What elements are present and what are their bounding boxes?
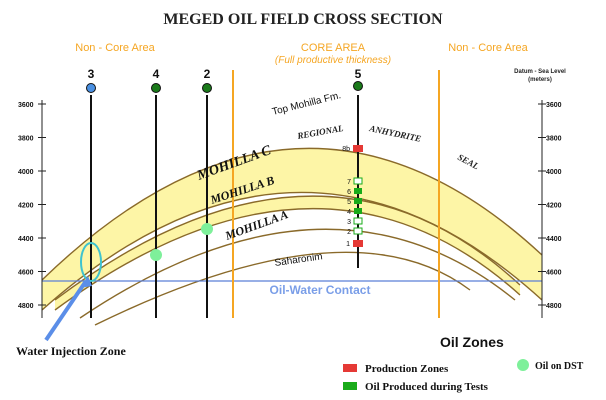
saharonim-line: [94, 251, 471, 326]
zone-3-marker: [353, 217, 363, 225]
depth-tick-label-right: 4000: [546, 169, 562, 176]
zone-7-label: 7: [347, 179, 351, 186]
zone-1-label: 1: [346, 241, 350, 248]
zone-2-label: 2: [347, 229, 351, 236]
datum-units: (meters): [528, 77, 552, 83]
depth-tick-label-left: 4400: [18, 236, 34, 243]
area-label-core: CORE AREA: [301, 42, 366, 54]
figure-title: MEGED OIL FIELD CROSS SECTION: [163, 11, 443, 28]
water-injection-arrow: [44, 279, 88, 342]
depth-tick-label-left: 4000: [18, 169, 34, 176]
mohilla-c-band: [42, 148, 542, 310]
depth-tick-label-left: 3600: [18, 102, 34, 109]
dst-dot-well-2: [201, 223, 213, 235]
well-3-marker: [86, 83, 96, 93]
depth-tick-label-right: 4400: [546, 236, 562, 243]
depth-tick-label-left: 4200: [18, 203, 34, 210]
well-2-label: 2: [204, 67, 211, 81]
legend-dst-label: Oil on DST: [535, 361, 584, 372]
water-injection-arrowhead: [80, 276, 92, 288]
zone-4-label: 4: [347, 209, 351, 216]
mohilla-b-base-line: [54, 208, 521, 311]
well-4-label: 4: [153, 67, 160, 81]
area-label-left: Non - Core Area: [75, 42, 155, 54]
depth-tick-label-right: 3800: [546, 136, 562, 143]
area-label-right: Non - Core Area: [448, 42, 528, 54]
legend-production-swatch: [343, 364, 357, 372]
dst-dot-well-4: [150, 249, 162, 261]
well-4-marker: [151, 83, 161, 93]
depth-tick-label-right: 4200: [546, 203, 562, 210]
legend-title: Oil Zones: [440, 334, 504, 350]
legend-oil-tests-swatch: [343, 382, 357, 390]
top-mohilla-line: [41, 147, 543, 281]
depth-tick-label-right: 4600: [546, 270, 562, 277]
top-mohilla-label: Top Mohilla Fm.: [271, 90, 342, 118]
well-3-label: 3: [88, 67, 95, 81]
zone-2-marker: [353, 227, 363, 235]
seal-label: SEAL: [456, 152, 481, 172]
well-5-marker: [353, 81, 363, 91]
zone-1-production: [353, 240, 363, 247]
oil-water-contact-label: Oil-Water Contact: [270, 283, 371, 297]
saharonim-label: Saharonim: [274, 251, 323, 269]
well-5-label: 5: [355, 67, 362, 81]
regional-label: REGIONAL: [296, 123, 345, 141]
anhydrite-label: ANHYDRITE: [368, 123, 422, 144]
depth-tick-label-left: 4800: [18, 303, 34, 310]
zone-5-marker: [354, 198, 362, 204]
zone-6-marker: [354, 188, 362, 194]
mohilla-a-line: [79, 228, 516, 319]
zone-5-label: 5: [347, 199, 351, 206]
depth-tick-label-right: 4800: [546, 303, 562, 310]
mohilla-b-top-line: [54, 195, 521, 301]
legend-oil-tests-label: Oil Produced during Tests: [365, 381, 489, 393]
legend-production-label: Production Zones: [365, 363, 449, 375]
water-injection-ellipse: [80, 242, 102, 282]
depth-tick-label-left: 4600: [18, 270, 34, 277]
zone-8b-production: [353, 145, 363, 152]
depth-ticks-right: 3600 3800 4000 4200 4400 4600 4800: [538, 102, 562, 310]
water-injection-label: Water Injection Zone: [16, 344, 126, 358]
zone-6-label: 6: [347, 189, 351, 196]
legend-dst-dot: [517, 359, 529, 371]
zone-8b-label: 8b: [342, 146, 350, 153]
depth-ticks-left: 3600 3800 4000 4200 4400 4600 4800: [18, 102, 46, 310]
area-label-core-sub: (Full productive thickness): [275, 55, 391, 66]
zone-7-marker: [353, 177, 363, 185]
depth-tick-label-right: 3600: [546, 102, 562, 109]
datum-label: Datum - Sea Level: [514, 69, 566, 75]
well-2-marker: [202, 83, 212, 93]
zone-3-label: 3: [347, 219, 351, 226]
zone-4-marker: [354, 208, 362, 214]
depth-tick-label-left: 3800: [18, 136, 34, 143]
